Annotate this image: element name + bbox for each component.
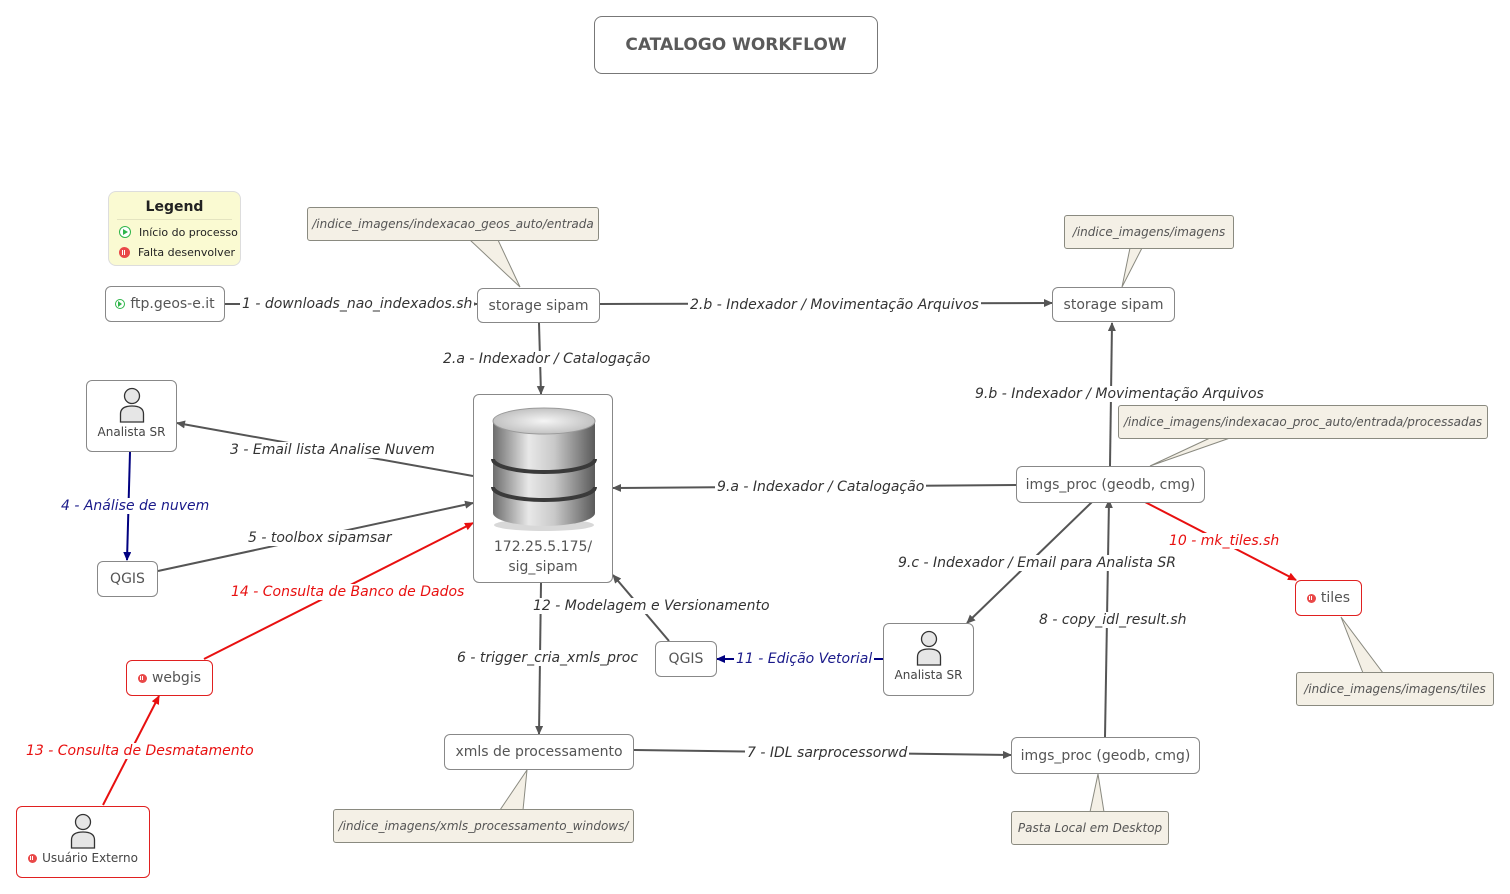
edge-label-5: 5 - toolbox sipamsar (246, 530, 394, 546)
node-label: ftp.geos-e.it (130, 296, 215, 312)
play-circle-icon (119, 226, 131, 238)
edge-label-9a: 9.a - Indexador / Catalogação (715, 479, 927, 495)
note-tail-imagens (1121, 247, 1143, 288)
legend: Legend Início do processo Falta desenvol… (108, 191, 241, 266)
database-name: sig_sipam (508, 559, 578, 575)
pause-circle-icon (137, 673, 147, 683)
pause-circle-icon (28, 853, 38, 863)
node-webgis[interactable]: webgis (126, 660, 213, 696)
node-usuario-externo[interactable]: Usuário Externo (16, 806, 150, 878)
legend-item-label: Falta desenvolver (138, 245, 235, 259)
edge-label-13: 13 - Consulta de Desmatamento (24, 743, 256, 759)
node-analista-sr-2[interactable]: Analista SR (883, 623, 974, 696)
edge-label-9b: 9.b - Indexador / Movimentação Arquivos (973, 386, 1266, 402)
legend-item-todo: Falta desenvolver (119, 244, 240, 260)
legend-item-label: Início do processo (139, 225, 238, 239)
node-database[interactable]: 172.25.5.175/ sig_sipam (473, 394, 613, 583)
edge-label-11: 11 - Edição Vetorial (734, 651, 875, 667)
edge-label-7: 7 - IDL sarprocessorwd (745, 745, 910, 761)
legend-item-start: Início do processo (119, 224, 240, 240)
edge-label-1: 1 - downloads_nao_indexados.sh (240, 296, 475, 312)
note-local: Pasta Local em Desktop (1011, 811, 1169, 845)
node-qgis-1[interactable]: QGIS (97, 561, 158, 597)
note-tail-local (1089, 773, 1105, 813)
node-qgis-2[interactable]: QGIS (655, 641, 717, 677)
note-processadas: /indice_imagens/indexacao_proc_auto/entr… (1118, 405, 1488, 439)
note-tail-xmls (499, 769, 528, 811)
note-imagens: /indice_imagens/imagens (1064, 215, 1234, 249)
pause-circle-icon (119, 246, 130, 258)
note-entrada: /indice_imagens/indexacao_geos_auto/entr… (307, 207, 599, 241)
edge-label-3: 3 - Email lista Analise Nuvem (228, 442, 437, 458)
legend-title: Legend (117, 199, 232, 220)
user-icon (119, 387, 144, 423)
node-storage-sipam-2[interactable]: storage sipam (1052, 287, 1175, 322)
node-imgs-proc-bottom[interactable]: imgs_proc (geodb, cmg) (1011, 737, 1200, 774)
edge-label-2b: 2.b - Indexador / Movimentação Arquivos (688, 297, 981, 313)
node-label: Analista SR (97, 425, 166, 439)
note-xmls: /indice_imagens/xmls_processamento_windo… (333, 809, 634, 843)
edge-label-14: 14 - Consulta de Banco de Dados (229, 584, 467, 600)
node-label: webgis (151, 670, 202, 686)
node-xmls-processamento[interactable]: xmls de processamento (444, 734, 634, 770)
node-analista-sr-1[interactable]: Analista SR (86, 380, 177, 452)
user-icon (70, 813, 96, 849)
user-icon (916, 630, 941, 666)
edge-label-6: 6 - trigger_cria_xmls_proc (455, 650, 641, 666)
note-tail-tiles (1340, 616, 1384, 674)
node-label: tiles (1320, 590, 1351, 606)
node-tiles[interactable]: tiles (1295, 580, 1362, 616)
play-circle-icon (115, 299, 126, 309)
note-tail-processadas (1149, 437, 1231, 467)
database-icon (491, 407, 597, 531)
database-host: 172.25.5.175/ (493, 539, 593, 555)
note-tiles: /indice_imagens/imagens/tiles (1296, 672, 1494, 706)
edge-label-12: 12 - Modelagem e Versionamento (531, 598, 772, 614)
edge-label-2a: 2.a - Indexador / Catalogação (441, 351, 653, 367)
edge-label-9c: 9.c - Indexador / Email para Analista SR (896, 555, 1178, 571)
node-label: Usuário Externo (42, 851, 138, 865)
node-storage-sipam-1[interactable]: storage sipam (477, 288, 600, 323)
note-tail-entrada (468, 239, 521, 288)
edge-label-4: 4 - Análise de nuvem (59, 498, 212, 514)
diagram-title: CATALOGO WORKFLOW (594, 16, 878, 74)
edge-label-10: 10 - mk_tiles.sh (1167, 533, 1282, 549)
node-label-row: Usuário Externo (28, 851, 138, 865)
pause-circle-icon (1306, 593, 1316, 603)
node-ftp[interactable]: ftp.geos-e.it (105, 286, 225, 322)
node-label: Analista SR (894, 668, 963, 682)
node-imgs-proc-top[interactable]: imgs_proc (geodb, cmg) (1016, 466, 1205, 503)
edge-label-8: 8 - copy_idl_result.sh (1037, 612, 1189, 628)
